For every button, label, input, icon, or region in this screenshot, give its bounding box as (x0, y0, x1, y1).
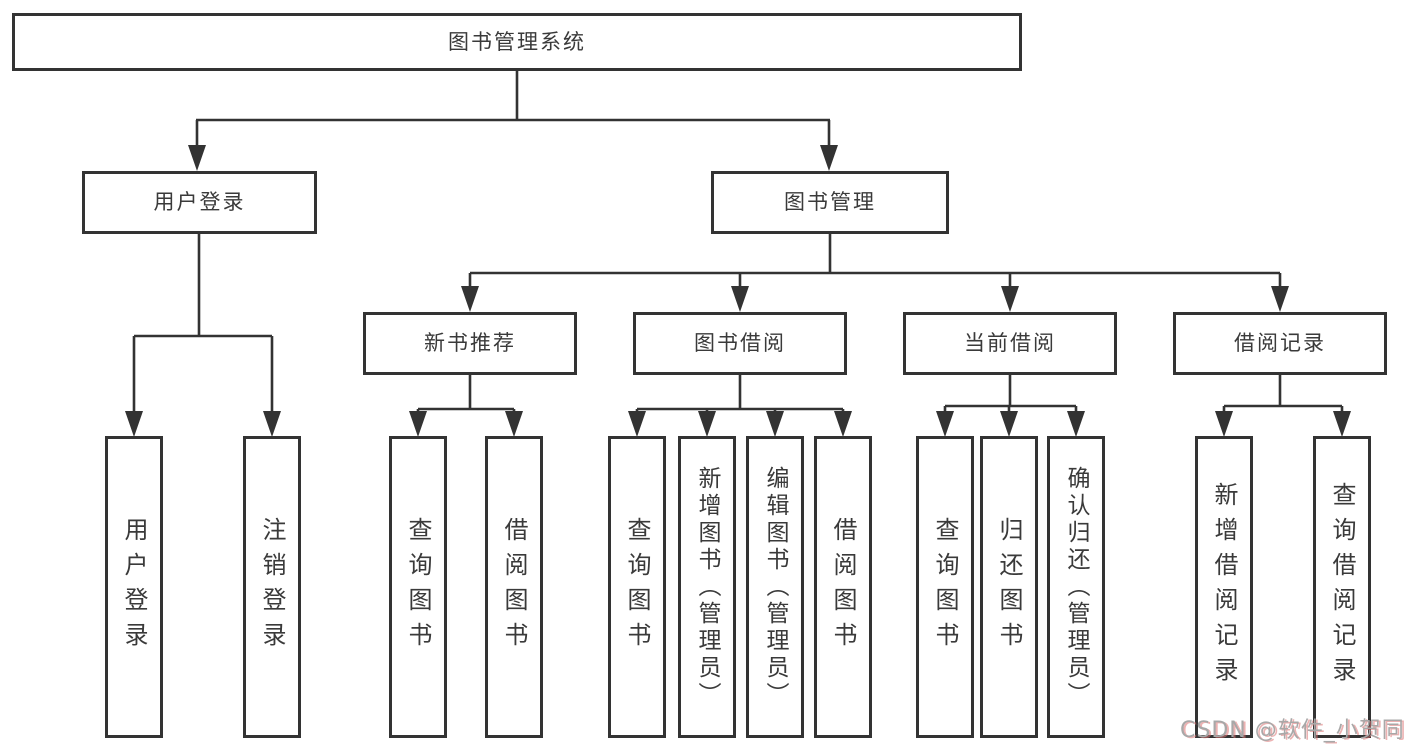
arrowheads (125, 145, 1351, 437)
node-current-borrowing: 当前借阅 (903, 312, 1117, 375)
leaf-query-books-recommend: 查询图书 (389, 436, 447, 738)
node-user-login: 用户登录 (82, 171, 317, 234)
leaf-query-books-borrowing: 查询图书 (608, 436, 666, 738)
leaf-user-login: 用户登录 (105, 436, 163, 738)
csdn-watermark: CSDN @软件_小贺同学 (1180, 718, 1405, 743)
node-book-management: 图书管理 (711, 171, 949, 234)
leaf-add-borrow-record: 新增借阅记录 (1195, 436, 1253, 738)
node-root: 图书管理系统 (12, 13, 1022, 71)
leaf-query-books-current: 查询图书 (916, 436, 974, 738)
leaf-logout: 注销登录 (243, 436, 301, 738)
node-book-borrowing: 图书借阅 (633, 312, 847, 375)
leaf-confirm-return-admin: 确认归还（管理员） (1047, 436, 1105, 738)
node-borrow-records: 借阅记录 (1173, 312, 1387, 375)
leaf-borrow-books-borrowing: 借阅图书 (814, 436, 872, 738)
node-new-book-recommend: 新书推荐 (363, 312, 577, 375)
leaf-borrow-books-recommend: 借阅图书 (485, 436, 543, 738)
leaf-add-book-admin: 新增图书（管理员） (678, 436, 736, 738)
leaf-query-borrow-record: 查询借阅记录 (1313, 436, 1371, 738)
leaf-return-book: 归还图书 (980, 436, 1038, 738)
leaf-edit-book-admin: 编辑图书（管理员） (746, 436, 804, 738)
